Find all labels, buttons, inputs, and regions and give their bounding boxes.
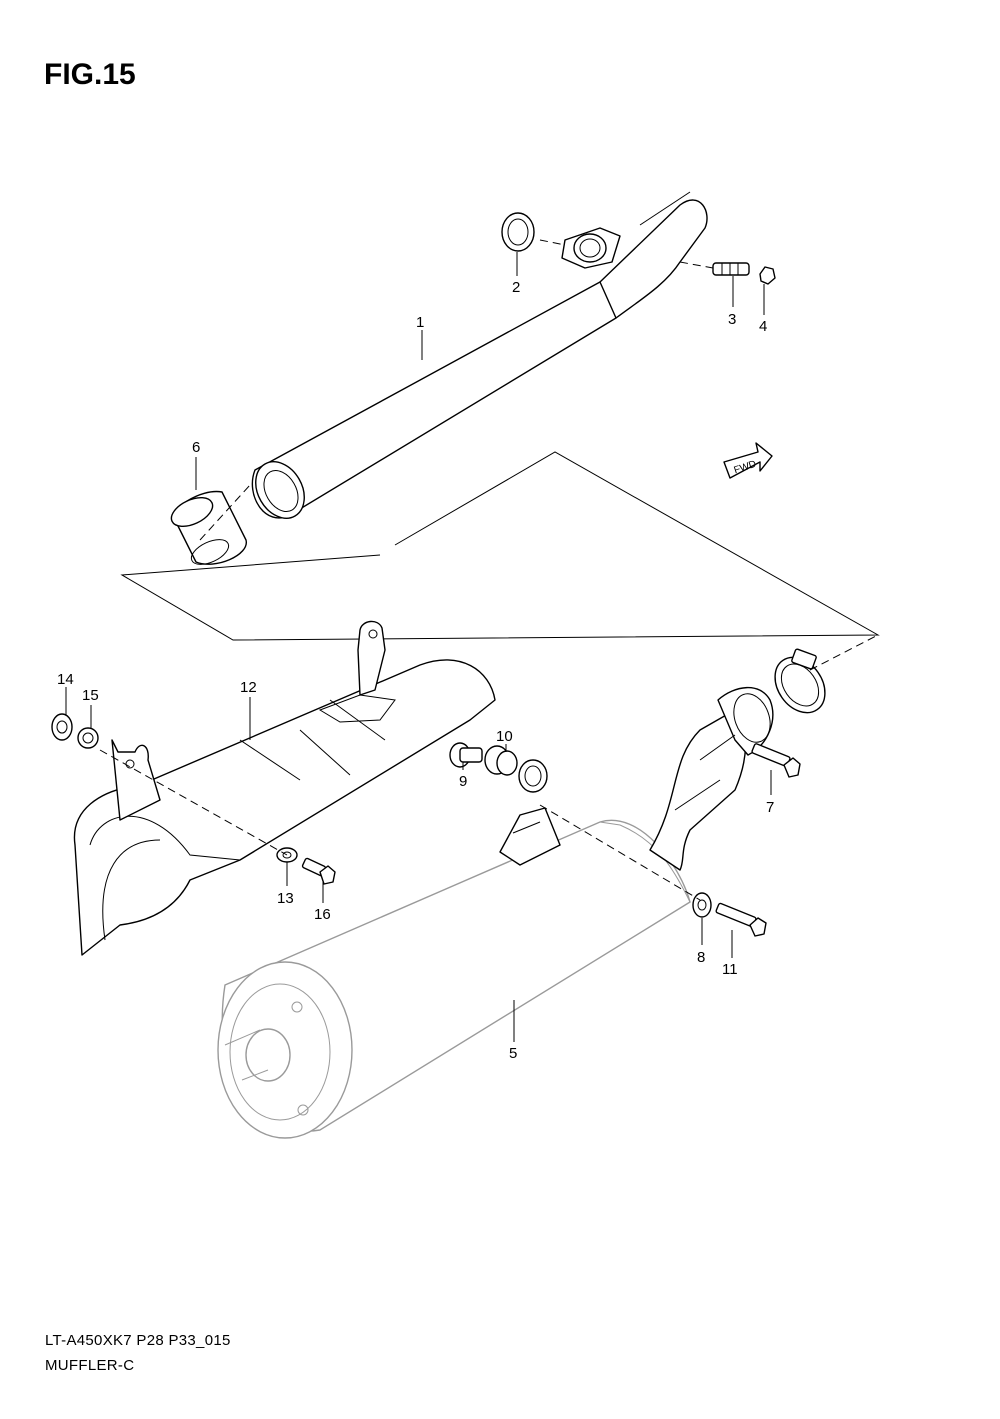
part-2-gasket xyxy=(501,212,535,252)
part-6-connector-sleeve xyxy=(170,490,247,565)
model-code: LT-A450XK7 P28 P33_015 xyxy=(45,1332,231,1349)
part-11-bolt xyxy=(715,902,767,937)
callout-4: 4 xyxy=(759,318,767,335)
callout-9: 9 xyxy=(459,773,467,790)
part-14-nut xyxy=(51,713,73,741)
callout-14: 14 xyxy=(57,671,74,688)
callout-15: 15 xyxy=(82,687,99,704)
callout-13: 13 xyxy=(277,890,294,907)
callout-11: 11 xyxy=(722,961,738,978)
part-1-exhaust-pipe xyxy=(251,191,708,519)
callout-10: 10 xyxy=(496,728,513,745)
callout-3: 3 xyxy=(728,311,736,328)
part-5-muffler xyxy=(217,686,774,1139)
part-9-collar xyxy=(449,742,483,768)
callout-12: 12 xyxy=(240,679,257,696)
figure-title: FIG.15 xyxy=(44,58,136,91)
callout-8: 8 xyxy=(697,949,705,966)
callout-16: 16 xyxy=(314,906,331,923)
part-4-nut xyxy=(759,266,776,285)
subassembly-outline xyxy=(120,451,880,641)
section-name: MUFFLER-C xyxy=(45,1357,135,1374)
part-3-stud-bolt xyxy=(712,262,750,276)
callout-1: 1 xyxy=(416,314,424,331)
callout-5: 5 xyxy=(509,1045,517,1062)
mounting-ring xyxy=(518,759,548,793)
callout-6: 6 xyxy=(192,439,200,456)
leader-lines xyxy=(65,252,772,1042)
part-8-washer xyxy=(692,892,712,918)
part-10-grommet xyxy=(484,745,518,776)
part-12-heat-protector xyxy=(73,620,496,956)
part-7-bolt xyxy=(751,743,801,778)
callout-7: 7 xyxy=(766,799,774,816)
pipe-clamp xyxy=(774,648,826,714)
callout-2: 2 xyxy=(512,279,520,296)
part-15-bushing xyxy=(77,727,99,749)
forward-arrow-icon: FWD xyxy=(723,442,773,479)
part-16-bolt xyxy=(301,857,336,885)
